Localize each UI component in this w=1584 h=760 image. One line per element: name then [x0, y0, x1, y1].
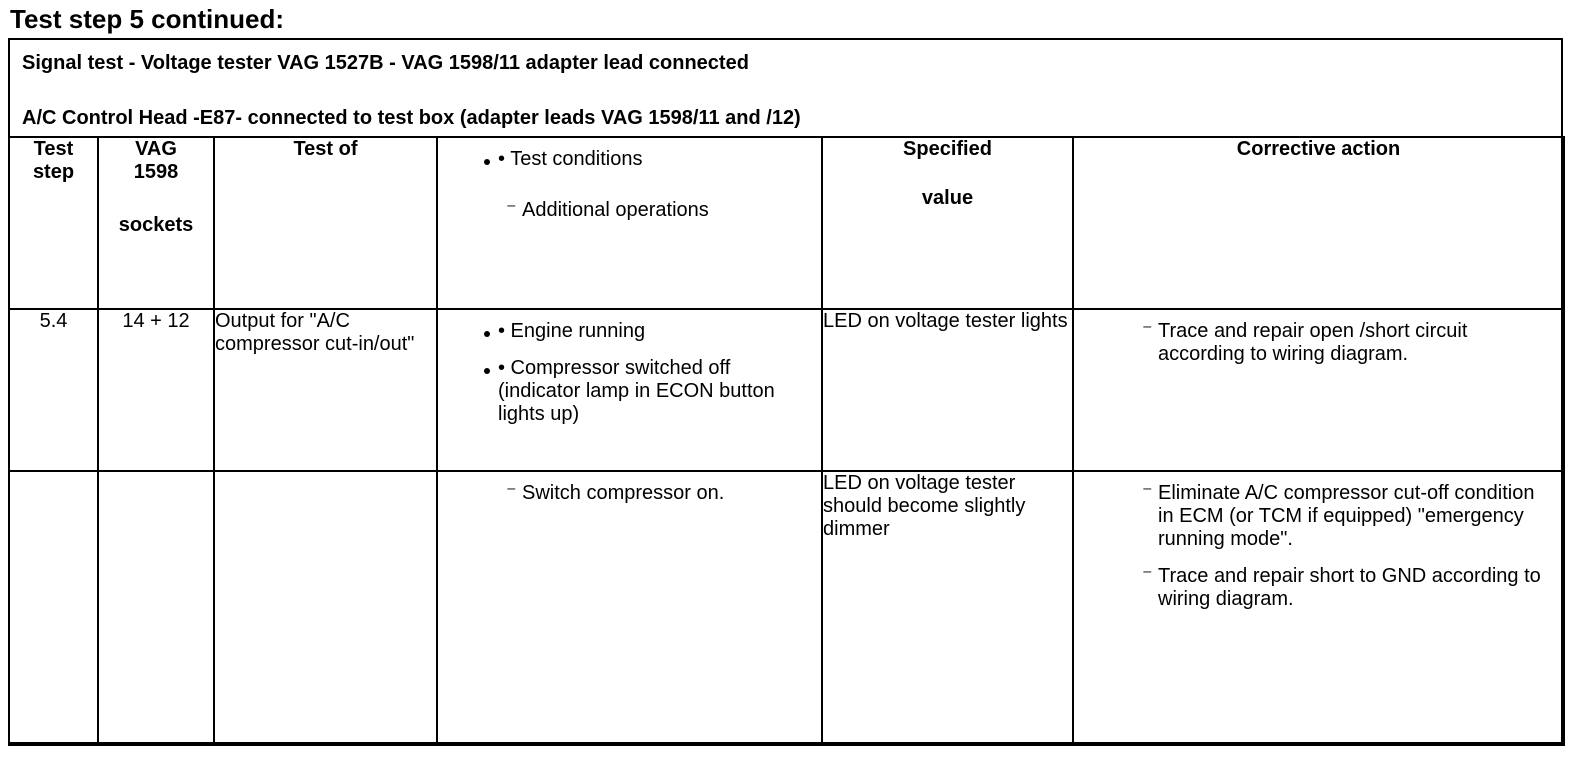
- dash-icon: ⁻: [506, 199, 517, 221]
- header-operation-dash: ⁻ Additional operations: [506, 199, 709, 221]
- signal-test-heading: Signal test - Voltage tester VAG 1527B -…: [22, 52, 749, 74]
- control-head-heading: A/C Control Head -E87- connected to test…: [22, 107, 801, 129]
- condition-item: • Engine running: [438, 320, 815, 343]
- table-row: ⁻ Switch compressor on. LED on voltage t…: [8, 470, 1565, 746]
- page-title: Test step 5 continued:: [10, 4, 284, 34]
- col-header-test-of: Test of: [213, 136, 438, 310]
- table-row: 5.4 14 + 12 Output for "A/C compressor c…: [8, 308, 1565, 472]
- row1-test-of: Output for "A/C compressor cut-in/out": [213, 308, 438, 472]
- row2-corrective: ⁻ Eliminate A/C compressor cut-off condi…: [1072, 470, 1565, 746]
- corrective-item: ⁻ Trace and repair open /short circuit a…: [1142, 320, 1468, 365]
- dash-icon: ⁻: [1142, 565, 1153, 587]
- col-header-sockets: VAG 1598 sockets: [97, 136, 215, 310]
- table-header-block: Signal test - Voltage tester VAG 1527B -…: [10, 40, 1561, 138]
- row2-sockets: [97, 470, 215, 746]
- row2-specified: LED on voltage tester should become slig…: [821, 470, 1074, 746]
- header-condition-bullet: • Test conditions: [438, 148, 821, 171]
- row1-specified: LED on voltage tester lights: [821, 308, 1074, 472]
- test-table-frame: Signal test - Voltage tester VAG 1527B -…: [8, 38, 1565, 746]
- row1-corrective: ⁻ Trace and repair open /short circuit a…: [1072, 308, 1565, 472]
- corrective-item: ⁻ Eliminate A/C compressor cut-off condi…: [1142, 482, 1535, 550]
- row2-test-of: [213, 470, 438, 746]
- row2-step: [8, 470, 99, 746]
- row1-step: 5.4: [8, 308, 99, 472]
- dash-icon: ⁻: [506, 482, 517, 504]
- operation-item: ⁻ Switch compressor on.: [506, 482, 725, 504]
- test-steps-table: Test step VAG 1598 sockets Test of • Tes…: [8, 136, 1565, 746]
- col-header-conditions: • Test conditions ⁻ Additional operation…: [436, 136, 823, 310]
- dash-icon: ⁻: [1142, 320, 1153, 342]
- col-header-test-step: Test step: [8, 136, 99, 310]
- bullet-icon: [484, 159, 490, 165]
- condition-item: • Compressor switched off (indicator lam…: [438, 357, 815, 426]
- col-header-specified: Specified value: [821, 136, 1074, 310]
- row1-sockets: 14 + 12: [97, 308, 215, 472]
- bullet-icon: [484, 368, 490, 374]
- bullet-icon: [484, 331, 490, 337]
- corrective-item: ⁻ Trace and repair short to GND accordin…: [1142, 565, 1541, 610]
- table-header-row: Test step VAG 1598 sockets Test of • Tes…: [8, 136, 1565, 310]
- row2-conditions: ⁻ Switch compressor on.: [436, 470, 823, 746]
- dash-icon: ⁻: [1142, 482, 1153, 504]
- row1-conditions: • Engine running • Compressor switched o…: [436, 308, 823, 472]
- col-header-corrective: Corrective action: [1072, 136, 1565, 310]
